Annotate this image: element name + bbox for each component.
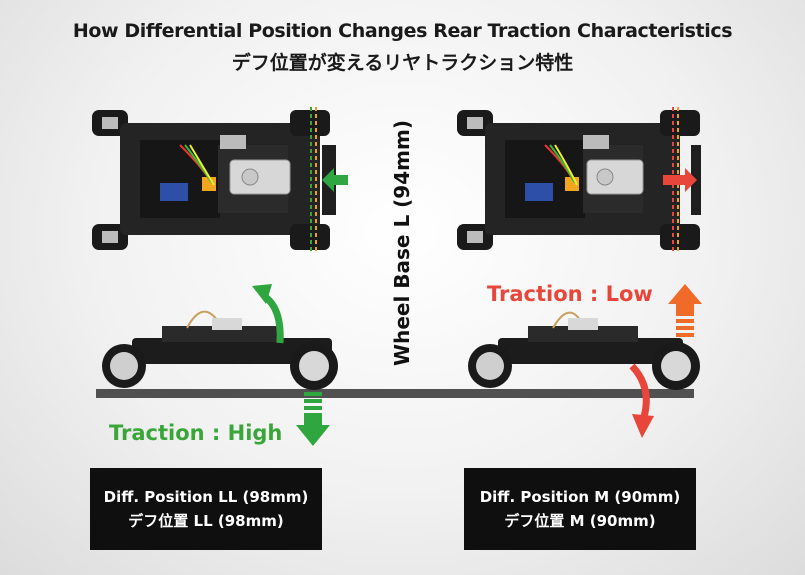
traction-down-arrow-red <box>629 363 654 438</box>
rear-lift-arrow-green <box>252 284 284 344</box>
chassis-top-view-left <box>92 107 348 253</box>
diff-position-m-line2: デフ位置 M (90mm) <box>504 512 656 530</box>
chassis-top-view-right <box>457 107 701 253</box>
traction-high-label: Traction : High <box>109 421 283 445</box>
car-side-view-left <box>102 310 338 390</box>
diff-position-m-box: Diff. Position M (90mm) デフ位置 M (90mm) <box>464 468 696 550</box>
title-japanese: デフ位置が変えるリヤトラクション特性 <box>231 52 574 74</box>
wheelbase-label: Wheel Base L (94mm) <box>390 120 414 366</box>
diff-position-ll-line1: Diff. Position LL (98mm) <box>103 488 309 506</box>
diff-position-ll-line2: デフ位置 LL (98mm) <box>128 512 284 530</box>
title-english: How Differential Position Changes Rear T… <box>72 20 733 42</box>
diff-position-m-line1: Diff. Position M (90mm) <box>479 488 681 506</box>
traction-low-label: Traction : Low <box>487 282 653 306</box>
ground-line <box>96 389 694 398</box>
car-side-view-right <box>468 311 700 390</box>
diff-position-ll-box: Diff. Position LL (98mm) デフ位置 LL (98mm) <box>90 468 322 550</box>
rear-lift-arrow-orange <box>668 284 702 337</box>
traction-down-arrow-green <box>296 392 330 446</box>
